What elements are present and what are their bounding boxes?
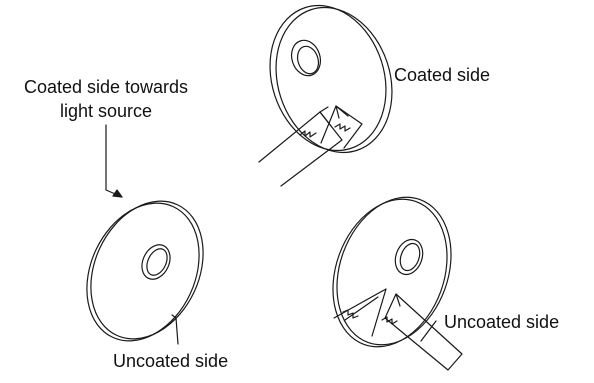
- label-uncoated-side-bottom: Uncoated side: [113, 351, 229, 371]
- disc-bl-face: [86, 202, 200, 342]
- disc-top-hole-inner: [296, 45, 320, 75]
- label-uncoated-side-right: Uncoated side: [444, 312, 560, 332]
- disc-bottom-left: [86, 200, 204, 342]
- disc-br-hole-outer: [394, 238, 424, 276]
- light-beam-top-left: [258, 106, 343, 187]
- disc-bl-hole-outer: [141, 244, 171, 280]
- label-coated-towards-light-line1: Coated side towards: [23, 77, 189, 97]
- disc-br-hole-inner: [399, 242, 421, 272]
- disc-top-face: [269, 4, 387, 152]
- disc-bl-hole-inner: [146, 248, 168, 276]
- leader-uncoated-bottom: [171, 314, 179, 345]
- disc-br-face: [332, 198, 448, 348]
- disc-top-hole-outer: [290, 39, 322, 77]
- light-beam-top-right: [320, 105, 363, 149]
- disc-bl-edge: [90, 200, 204, 340]
- light-beam-br-left: [333, 288, 387, 337]
- label-coated-side: Coated side: [394, 65, 491, 85]
- disc-br-edge: [336, 196, 452, 346]
- disc-top: [269, 4, 393, 154]
- leader-coated-towards-light: [105, 124, 123, 198]
- label-coated-towards-light-line2: light source: [59, 101, 153, 121]
- disc-top-edge: [275, 6, 393, 154]
- leader-uncoated-right: [420, 320, 437, 342]
- light-beam-br-right: [381, 293, 463, 371]
- disc-bottom-right: [332, 196, 452, 348]
